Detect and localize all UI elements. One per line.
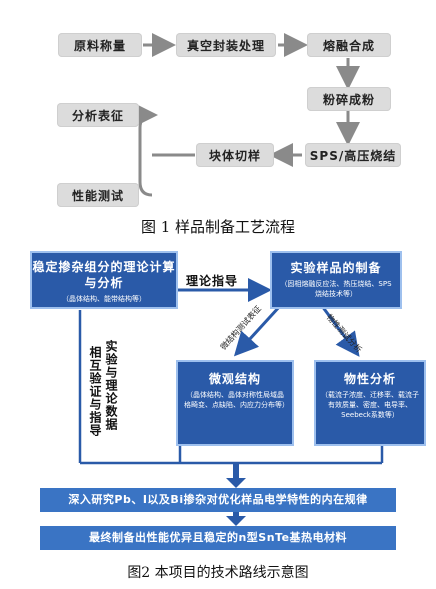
vacuum-seal-label: 真空封装处理 [186, 38, 265, 53]
theory-guidance-label: 理论指导 [186, 274, 239, 288]
micro-sub: （晶体结构、晶体对称性局域晶格畸变、点缺陷、内应力分布等） [184, 391, 289, 409]
sintering-box: SPS/高压烧结 [305, 143, 401, 167]
cutting-label: 块体切样 [208, 148, 261, 163]
crush-box: 粉碎成粉 [307, 87, 391, 111]
conclusion-banner-2: 最终制备出性能优异且稳定的n型SnTe基热电材料 [40, 526, 396, 550]
analysis-box: 分析表征 [57, 103, 139, 127]
melt-box: 熔融合成 [307, 33, 391, 57]
testing-box: 性能测试 [57, 183, 139, 207]
testing-label: 性能测试 [71, 188, 124, 203]
melt-label: 熔融合成 [322, 38, 375, 53]
exp-data-label: 实验与理论数据 [104, 340, 118, 431]
vacuum-seal-box: 真空封装处理 [176, 33, 276, 57]
sintering-label: SPS/高压烧结 [309, 148, 397, 163]
experiment-box: 实验样品的制备 （固相熔融反应法、热压烧结、SPS烧结技术等） [270, 251, 402, 309]
micro-box: 微观结构 （晶体结构、晶体对称性局域晶格畸变、点缺陷、内应力分布等） [176, 360, 294, 446]
theory-sub: （晶体结构、能带结构等） [62, 295, 146, 303]
experiment-sub: （固相熔融反应法、热压烧结、SPS烧结技术等） [280, 280, 392, 298]
cutting-box: 块体切样 [196, 143, 274, 167]
prop-box: 物性分析 （载流子浓度、迁移率、载流子有效质量、密度、电导率、Seebeck系数… [314, 360, 426, 446]
theory-box: 稳定掺杂组分的理论计算与分析 （晶体结构、能带结构等） [30, 251, 178, 309]
theory-title: 稳定掺杂组分的理论计算与分析 [32, 260, 176, 290]
fig2-caption: 图2 本项目的技术路线示意图 [127, 565, 309, 581]
raw-weighing-label: 原料称量 [73, 38, 126, 53]
raw-weighing-box: 原料称量 [58, 33, 142, 57]
experiment-title: 实验样品的制备 [290, 261, 382, 275]
prop-title: 物性分析 [343, 372, 396, 386]
micro-title: 微观结构 [208, 372, 261, 386]
prop-sub: （载流子浓度、迁移率、载流子有效质量、密度、电导率、Seebeck系数等） [321, 391, 419, 419]
mutual-verify-label: 相互验证与指导 [88, 346, 102, 437]
crush-label: 粉碎成粉 [322, 92, 375, 107]
fig1-caption: 图 1 样品制备工艺流程 [140, 218, 296, 236]
conclusion-banner-1: 深入研究Pb、I以及Bi掺杂对优化样品电学特性的内在规律 [40, 488, 396, 512]
analysis-label: 分析表征 [71, 108, 124, 123]
